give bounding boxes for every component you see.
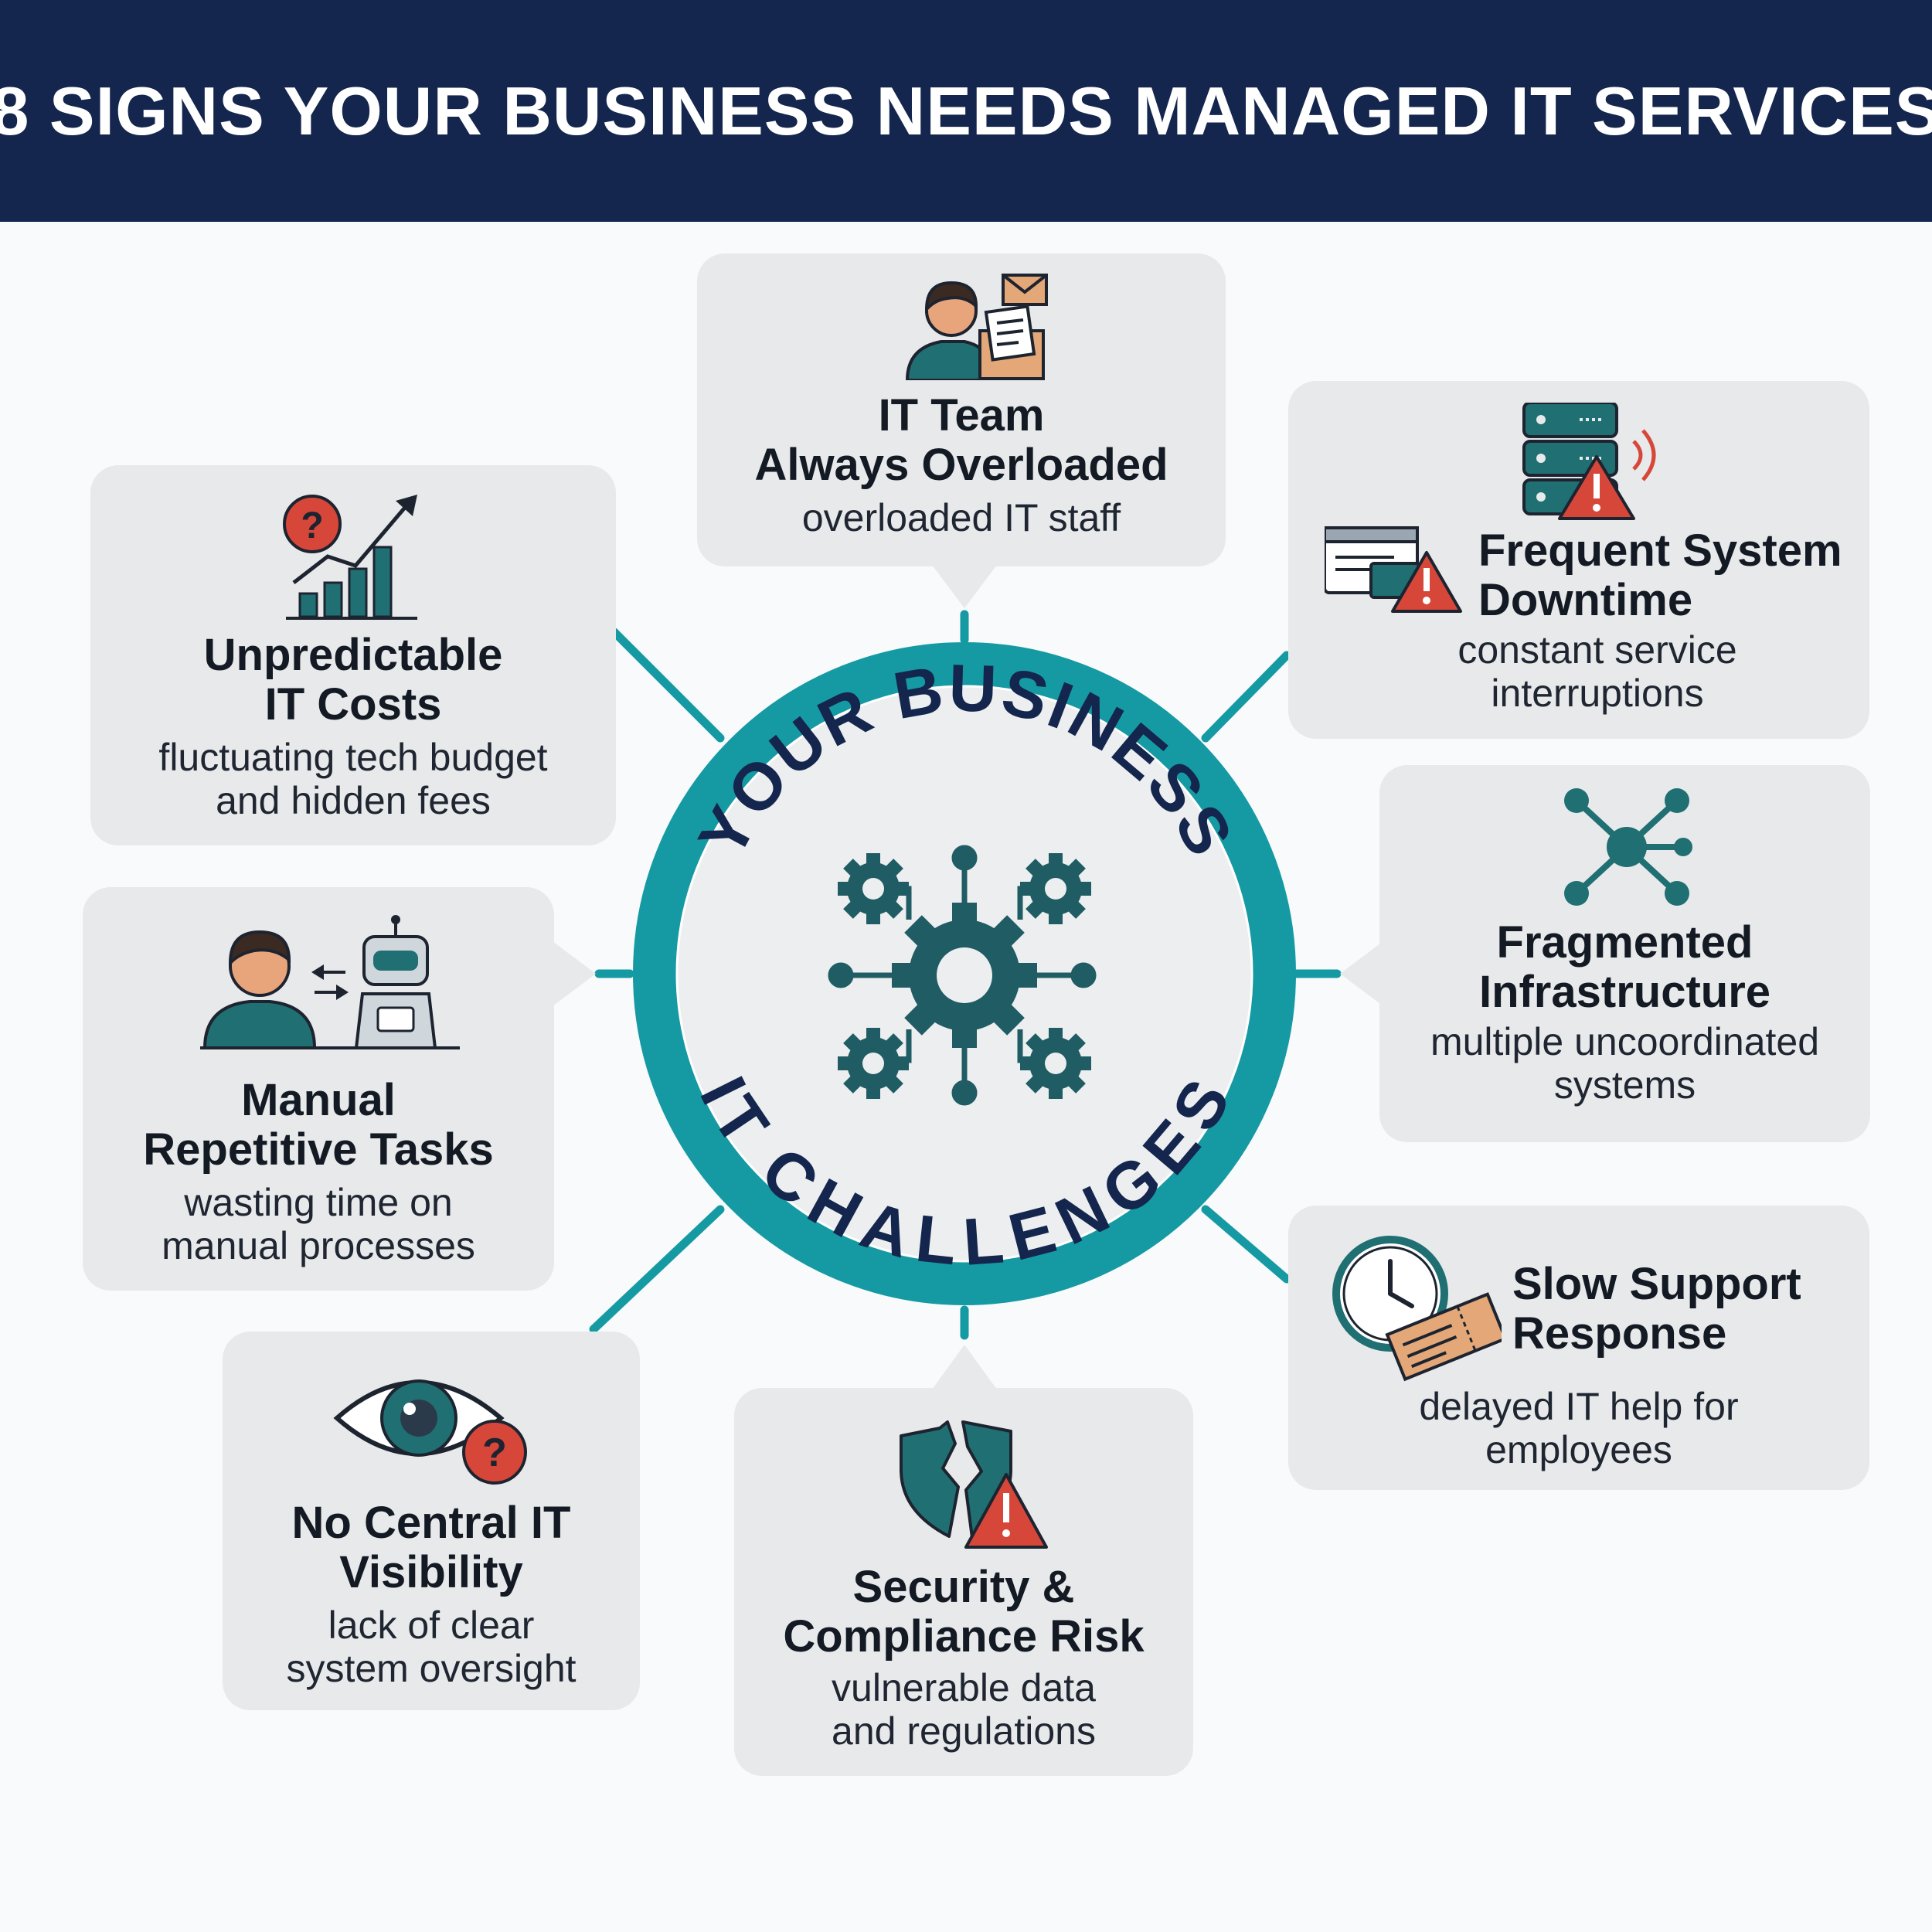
svg-text:?: ? [482,1430,507,1475]
sign-card-it-team-overloaded: IT Team Always Overloaded overloaded IT … [697,253,1226,566]
clock-ticket-icon [1332,1236,1502,1382]
sign-card-fragmented-infrastructure: Fragmented Infrastructure multiple uncoo… [1379,765,1870,1142]
card-pointer-top [932,565,997,608]
overloaded-staff-icon [905,274,1048,380]
card-pointer-left [553,941,596,1006]
sign-title: Fragmented Infrastructure [1478,917,1771,1017]
gear-network-icon [828,845,1097,1106]
sign-card-security-risk: Security & Compliance Risk vulnerable da… [734,1388,1193,1776]
connector-top-right [1201,651,1291,743]
sign-title: Manual Repetitive Tasks [143,1075,494,1175]
card-pointer-bottom [932,1345,997,1389]
connector-top-left [610,628,725,743]
sign-title: Slow Support Response [1512,1259,1801,1359]
rising-costs-icon: ? [283,495,417,620]
sign-title: Unpredictable IT Costs [203,630,503,730]
eye-question-icon: ? [333,1379,527,1485]
sign-title: No Central IT Visibility [291,1498,571,1597]
sign-description: fluctuating tech budget and hidden fees [158,736,548,822]
server-alert-icon [1325,403,1656,613]
card-pointer-right [1340,941,1383,1006]
network-nodes-icon [1564,788,1692,906]
broken-shield-icon [900,1420,1048,1549]
sign-card-manual-tasks: Manual Repetitive Tasks wasting time on … [83,887,554,1291]
svg-text:?: ? [301,505,323,546]
person-robot-icon [200,915,460,1049]
header-banner: 8 SIGNS YOUR BUSINESS NEEDS MANAGED IT S… [0,0,1932,222]
sign-card-unpredictable-costs: ? Unpredictable IT Costs fluctuating tec… [90,465,616,845]
page-title: 8 SIGNS YOUR BUSINESS NEEDS MANAGED IT S… [0,72,1932,149]
sign-description: wasting time on manual processes [162,1181,475,1267]
sign-title: IT Team Always Overloaded [754,390,1168,490]
sign-card-system-downtime: Frequent System Downtime constant servic… [1288,381,1869,739]
sign-description: multiple uncoordinated systems [1430,1020,1820,1107]
connector-bottom-right [1201,1205,1291,1284]
sign-description: lack of clear system oversight [286,1604,577,1690]
sign-description: constant service interruptions [1458,628,1737,715]
sign-card-slow-support: Slow Support Response delayed IT help fo… [1288,1206,1869,1490]
sign-title: Security & Compliance Risk [783,1562,1145,1662]
center-gear [892,903,1037,1048]
sign-title: Frequent System Downtime [1478,526,1842,625]
connector-bottom-left [589,1205,725,1334]
sign-description: overloaded IT staff [801,496,1121,539]
sign-description: delayed IT help for employees [1419,1385,1739,1471]
sign-description: vulnerable data and regulations [832,1666,1096,1753]
sign-card-no-visibility: ? No Central IT Visibility lack of clear… [223,1332,640,1710]
